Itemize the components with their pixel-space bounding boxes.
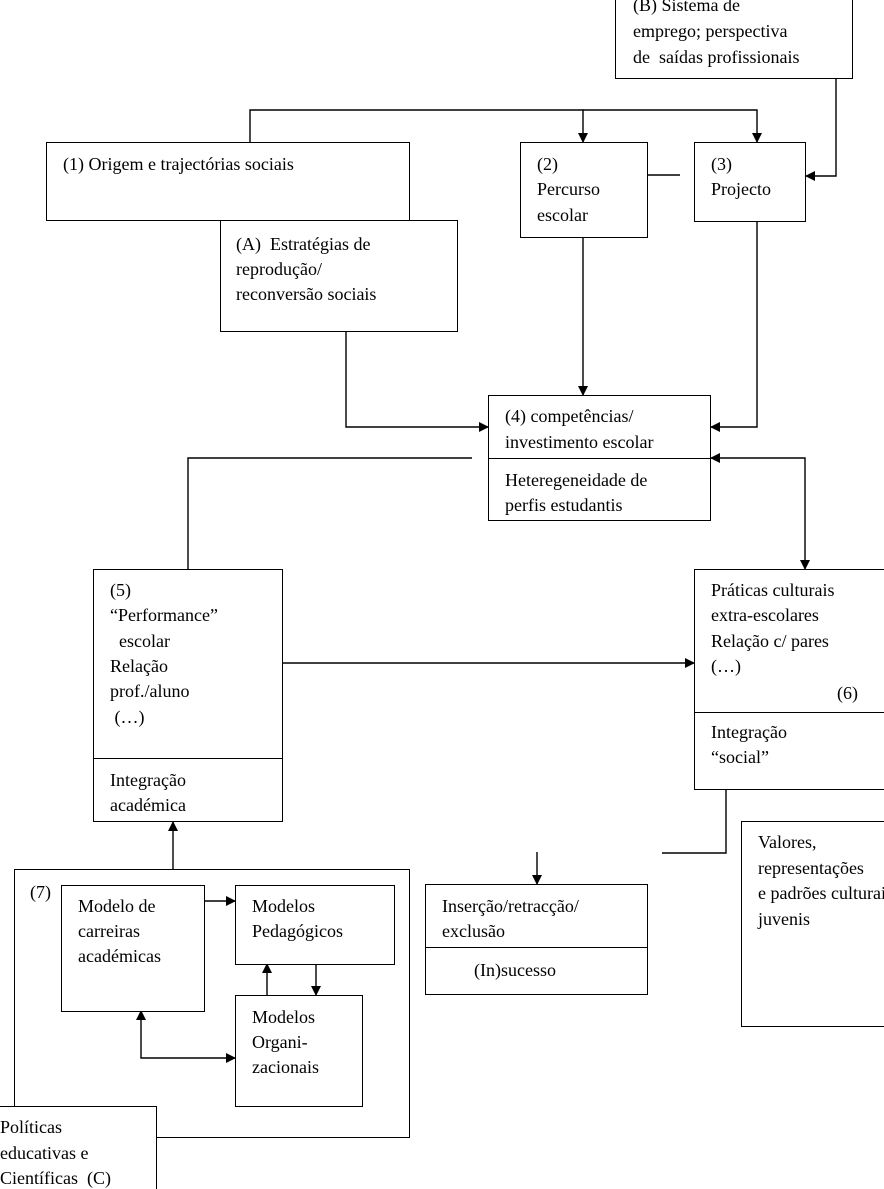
box-insercao — [425, 884, 648, 995]
text-valores-4: juvenis — [758, 909, 810, 929]
text-estrategias-1: (A) Estratégias de — [236, 234, 371, 254]
text-heterogeneidade-1: Heteregeneidade de — [505, 470, 648, 490]
edge-competencias-praticas — [710, 453, 810, 570]
text-modelos-number: (7) — [30, 882, 51, 902]
text-carreiras-1: Modelo de — [78, 896, 156, 916]
text-performance-5: prof./aluno — [110, 681, 190, 701]
text-origem-trajectorias: (1) Origem e trajectórias sociais — [63, 154, 294, 174]
text-valores-1: Valores, — [758, 832, 817, 852]
edge-estrategias-to-competencias — [345, 331, 489, 432]
text-pedagogicos-1: Modelos — [252, 896, 315, 916]
text-carreiras-3: académicas — [78, 946, 161, 966]
link-competencias-performance — [187, 457, 472, 569]
text-competencias-2: investimento escolar — [505, 432, 654, 452]
text-integracao-social-2: “social” — [711, 747, 769, 767]
text-valores-3: e padrões culturais — [758, 883, 884, 903]
text-politicas-1: Políticas — [0, 1117, 62, 1137]
text-performance-4: Relação — [110, 656, 168, 676]
text-performance-2: “Performance” — [110, 605, 218, 625]
edge-origem-to-percurso — [249, 109, 588, 143]
text-performance-3: escolar — [110, 631, 170, 651]
text-organizacionais-1: Modelos — [252, 1007, 315, 1027]
text-pedagogicos-2: Pedagógicos — [252, 921, 343, 941]
box-performance — [93, 569, 283, 822]
text-performance-6: (…) — [110, 707, 145, 727]
competencias-bottom-clip: Heteregeneidade de perfis estudantis — [490, 460, 709, 519]
edge-carreiras-organizacionais — [136, 1010, 236, 1063]
text-projecto-1: (3) — [711, 154, 732, 174]
box-competencias — [488, 395, 711, 521]
text-projecto-2: Projecto — [711, 179, 771, 199]
box-modelos-pedagogicos — [235, 885, 395, 965]
text-estrategias-3: reconversão sociais — [236, 284, 377, 304]
text-praticas-2: extra-escolares — [711, 605, 819, 625]
text-insercao-1: Inserção/retracção/ — [442, 896, 579, 916]
text-organizacionais-3: zacionais — [252, 1057, 319, 1077]
text-integracao-social-1: Integração — [711, 722, 787, 742]
text-praticas-number: (6) — [837, 683, 858, 703]
text-carreiras-2: carreiras — [78, 921, 140, 941]
box-sistema-emprego — [615, 0, 853, 79]
box-valores — [741, 821, 884, 1027]
edge-emprego-to-projecto — [805, 78, 837, 181]
text-integracao-academica-1: Integração — [110, 770, 186, 790]
text-praticas-4: (…) — [711, 656, 741, 676]
box-projecto — [694, 142, 806, 222]
text-performance-1: (5) — [110, 580, 131, 600]
box-estrategias — [220, 220, 458, 332]
text-integracao-academica-2: académica — [110, 795, 186, 815]
box-modelo-carreiras — [61, 885, 205, 1012]
text-praticas-3: Relação c/ pares — [711, 631, 829, 651]
text-sistema-emprego-2: emprego; perspectiva — [633, 21, 788, 41]
text-percurso-1: (2) — [537, 154, 558, 174]
text-estrategias-2: reprodução/ — [236, 259, 322, 279]
edge-projecto-to-competencias — [710, 221, 758, 432]
box-politicas — [0, 1106, 157, 1189]
text-praticas-1: Práticas culturais — [711, 580, 835, 600]
box-praticas-culturais — [694, 569, 884, 790]
text-politicas-2: educativas e — [0, 1143, 89, 1163]
text-organizacionais-2: Organi- — [252, 1032, 308, 1052]
edge-origem-to-projecto — [583, 109, 762, 143]
box-modelos-organizacionais — [235, 995, 363, 1107]
text-percurso-2: Percurso — [537, 179, 600, 199]
link-integracao-social-down — [662, 790, 727, 854]
text-valores-2: representações — [758, 858, 864, 878]
text-politicas-3: Científicas (C) — [0, 1168, 111, 1188]
box-modelos-container — [14, 869, 410, 1138]
box-percurso-escolar — [520, 142, 648, 238]
text-percurso-3: escolar — [537, 205, 588, 225]
text-competencias-1: (4) competências/ — [505, 406, 634, 426]
text-sistema-emprego-3: de saídas profissionais — [633, 47, 800, 67]
text-heterogeneidade-2: perfis estudantis — [505, 495, 623, 515]
text-insucesso: (In)sucesso — [474, 960, 556, 980]
text-sistema-emprego-1: (B) Sistema de — [633, 0, 740, 15]
text-insercao-2: exclusão — [442, 921, 505, 941]
